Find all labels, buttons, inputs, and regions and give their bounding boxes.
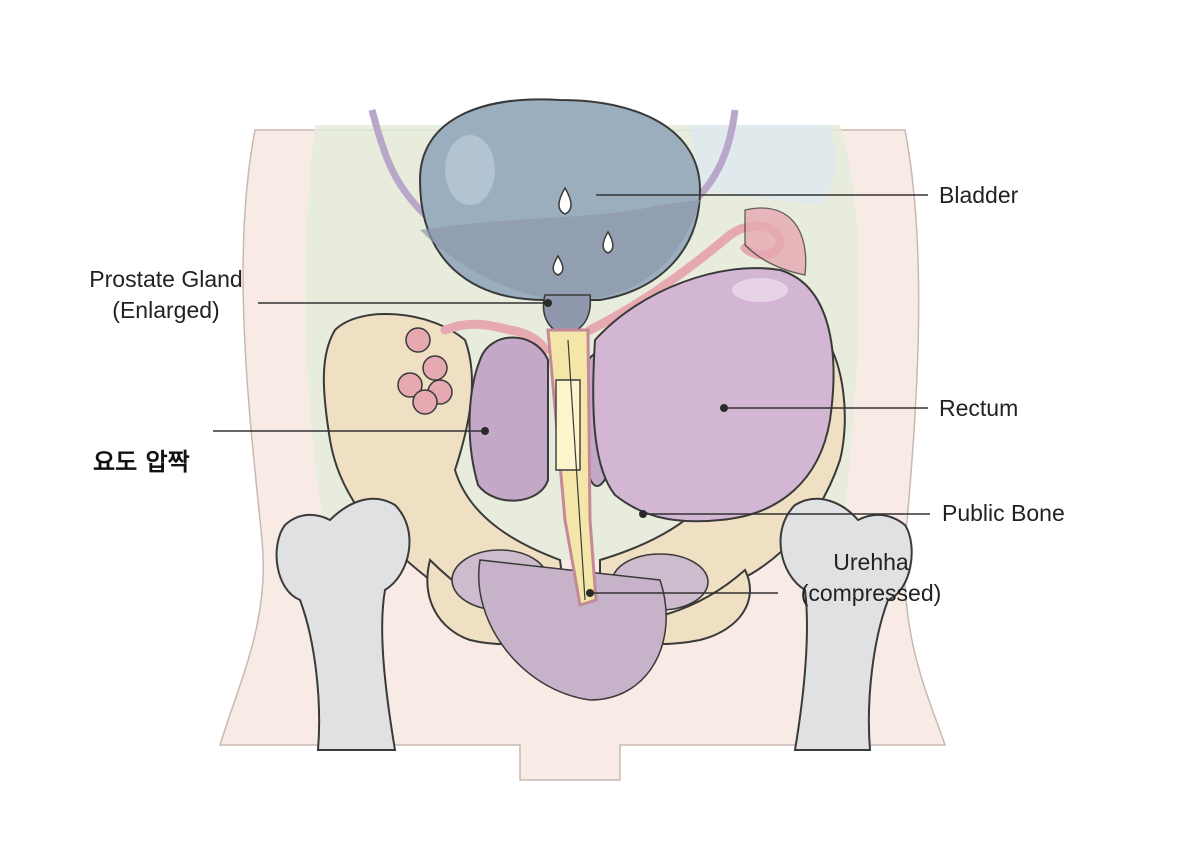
right-femur bbox=[779, 497, 913, 751]
rectum bbox=[592, 267, 835, 523]
korean-leader-dot bbox=[481, 427, 489, 435]
bladder-highlight bbox=[445, 135, 495, 205]
urethra-center bbox=[567, 339, 586, 601]
left-femur bbox=[275, 497, 411, 751]
seminal-vesicle bbox=[405, 327, 431, 353]
urethra-label-line2: (compressed) bbox=[800, 580, 942, 606]
droplet-icon bbox=[602, 230, 614, 254]
urethra-leader-dot bbox=[586, 589, 594, 597]
droplet-icon bbox=[558, 186, 572, 215]
korean-label: 요도 압짝 bbox=[93, 448, 190, 476]
urethra-label-line1: Urehha bbox=[833, 549, 909, 575]
rectum-highlight bbox=[732, 278, 788, 302]
urethra-label: Urehha (compressed) bbox=[788, 547, 954, 609]
rectum-leader-dot bbox=[720, 404, 728, 412]
bladder-label: Bladder bbox=[939, 182, 1019, 208]
prostate-leader-dot bbox=[544, 299, 552, 307]
bladder-base-shade bbox=[420, 200, 700, 300]
enlarged-prostate bbox=[468, 336, 549, 502]
seminal-vesicle bbox=[397, 372, 423, 398]
right-pink-organ bbox=[744, 207, 807, 276]
left-ureter bbox=[368, 109, 428, 218]
prostate-label-line1: Prostate Gland bbox=[89, 266, 243, 292]
lower-rectum bbox=[478, 559, 667, 701]
seminal-vesicle bbox=[412, 389, 438, 415]
urethra-inner bbox=[555, 379, 581, 471]
prostate-label: Prostate Gland (Enlarged) bbox=[76, 264, 256, 326]
pubic-bone-leader-dot bbox=[639, 510, 647, 518]
seminal-vesicle bbox=[422, 355, 448, 381]
vas-deferens-left bbox=[440, 319, 550, 355]
prostate-label-line2: (Enlarged) bbox=[112, 297, 220, 323]
pubic-bone-label: Public Bone bbox=[942, 500, 1065, 526]
droplet-icon bbox=[552, 254, 564, 276]
rectum-label: Rectum bbox=[939, 395, 1019, 421]
